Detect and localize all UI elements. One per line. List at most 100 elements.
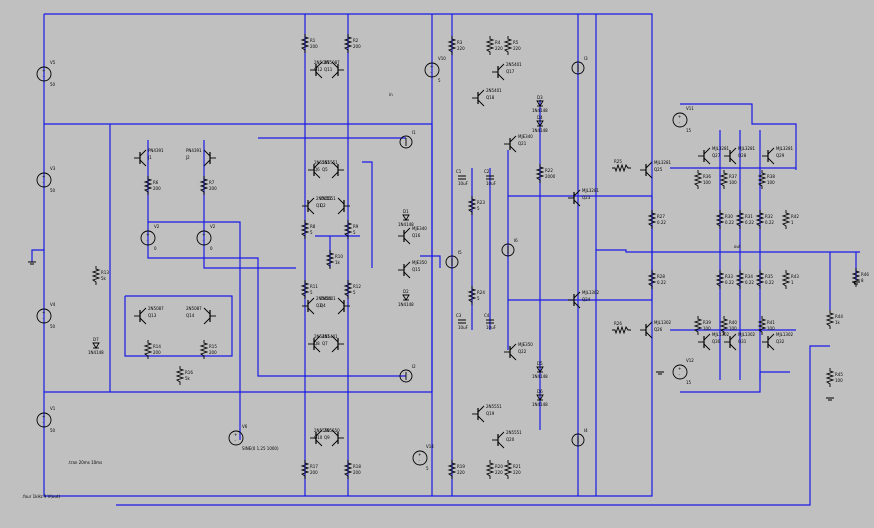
label: 5 [353,230,356,235]
transistor-model: 2N5087 [148,306,164,311]
label: 100 [703,180,711,185]
label: 1N4148 [532,374,548,379]
out-net-label: out [734,244,741,249]
diode [402,294,410,301]
label: + [146,232,149,237]
label: R9 [353,224,359,229]
resistor [647,210,657,229]
components: +-V550+-V350+-V450+-V150+-V20+-V20+-V6SI… [28,34,869,479]
bjt-collector [331,61,339,69]
label: R33 [725,274,733,279]
transistor-name: Q7 [322,341,328,346]
transistor-model: MJL3281 [738,146,755,151]
label: - [43,420,45,425]
current-source [571,61,585,75]
transistor-model: MJE350 [518,342,533,347]
label: R1 [310,38,316,43]
bjt-emitter [497,73,505,81]
source-name: I1 [412,130,416,135]
bjt-emitter [645,331,653,339]
wire [420,255,441,268]
bjt-collector [139,307,147,315]
bjt-collector [497,63,505,71]
label: - [679,120,681,125]
resistor [300,34,310,53]
label: R22 [545,168,553,173]
transistor-name: Q13 [148,313,157,318]
transistor-model: 2N5401 [322,334,338,339]
label: R6 [153,180,159,185]
label: - [203,238,205,243]
label: + [202,232,205,237]
transistor-name: Q12 [314,67,323,72]
transistor-name: Q1 [316,203,322,208]
bjt-collector [307,297,315,305]
transistor-model: MJL3281 [654,160,671,165]
wire [680,371,790,393]
transistor-name: Q29 [776,153,785,158]
transistor-model: 2N5401 [486,88,502,93]
transistor-name: Q14 [186,313,195,318]
transistor-model: 2N5551 [322,160,338,165]
resistor [612,325,631,335]
transistor-model: MJL1302 [582,290,599,295]
label: 220 [513,46,521,51]
label: 220 [457,470,465,475]
label: R8 [310,224,316,229]
bjt-emitter [337,307,345,315]
transistor-model: 2N5551 [320,196,336,201]
resistor [755,210,765,229]
transistor-model: 2N5401 [320,296,336,301]
diode [536,120,544,127]
resistor [467,196,477,215]
bjt-emitter [139,317,147,325]
resistor [825,310,835,329]
resistor [447,460,457,479]
source-name: V5 [50,60,56,65]
resistor [143,176,153,195]
wire [680,103,797,170]
wire [362,161,373,268]
label: 200 [310,470,318,475]
bjt-emitter [509,353,517,361]
transistor-name: Q17 [506,69,515,74]
label: 5 [477,296,480,301]
transistor-model: 2N5401 [506,62,522,67]
label: 0.22 [745,220,754,225]
source-name: V12 [686,358,694,363]
bjt-emitter [767,157,775,165]
label: 10uF [486,325,497,330]
label: 5 [310,290,313,295]
bjt-emitter [403,271,411,279]
bjt-collector [331,429,339,437]
transistor-name: Q16 [412,233,421,238]
label: - [419,458,421,463]
label: 8 [861,278,864,283]
voltage-source [36,66,52,82]
transistor-name: Q25 [654,167,663,172]
bjt-collector [203,149,211,157]
resistor [343,220,353,239]
resistor [343,34,353,53]
transistor-model: 2N5087 [186,306,202,311]
label: 220 [513,470,521,475]
bjt-collector [703,333,711,341]
label: R37 [729,174,737,179]
bjt-collector [477,89,485,97]
voltage-source [36,172,52,188]
label: 100 [703,326,711,331]
diode [92,342,100,349]
resistor [300,280,310,299]
label: R12 [353,284,361,289]
label: 1k [335,260,341,265]
current-source [445,255,459,269]
label: R30 [725,214,733,219]
label: R35 [765,274,773,279]
label: R3 [457,40,463,45]
label: 1k [835,320,841,325]
wire [203,140,296,269]
resistor [719,316,729,335]
transistor-name: Q11 [324,67,333,72]
current-source [571,433,585,447]
transistor-model: MJL3281 [712,146,729,151]
